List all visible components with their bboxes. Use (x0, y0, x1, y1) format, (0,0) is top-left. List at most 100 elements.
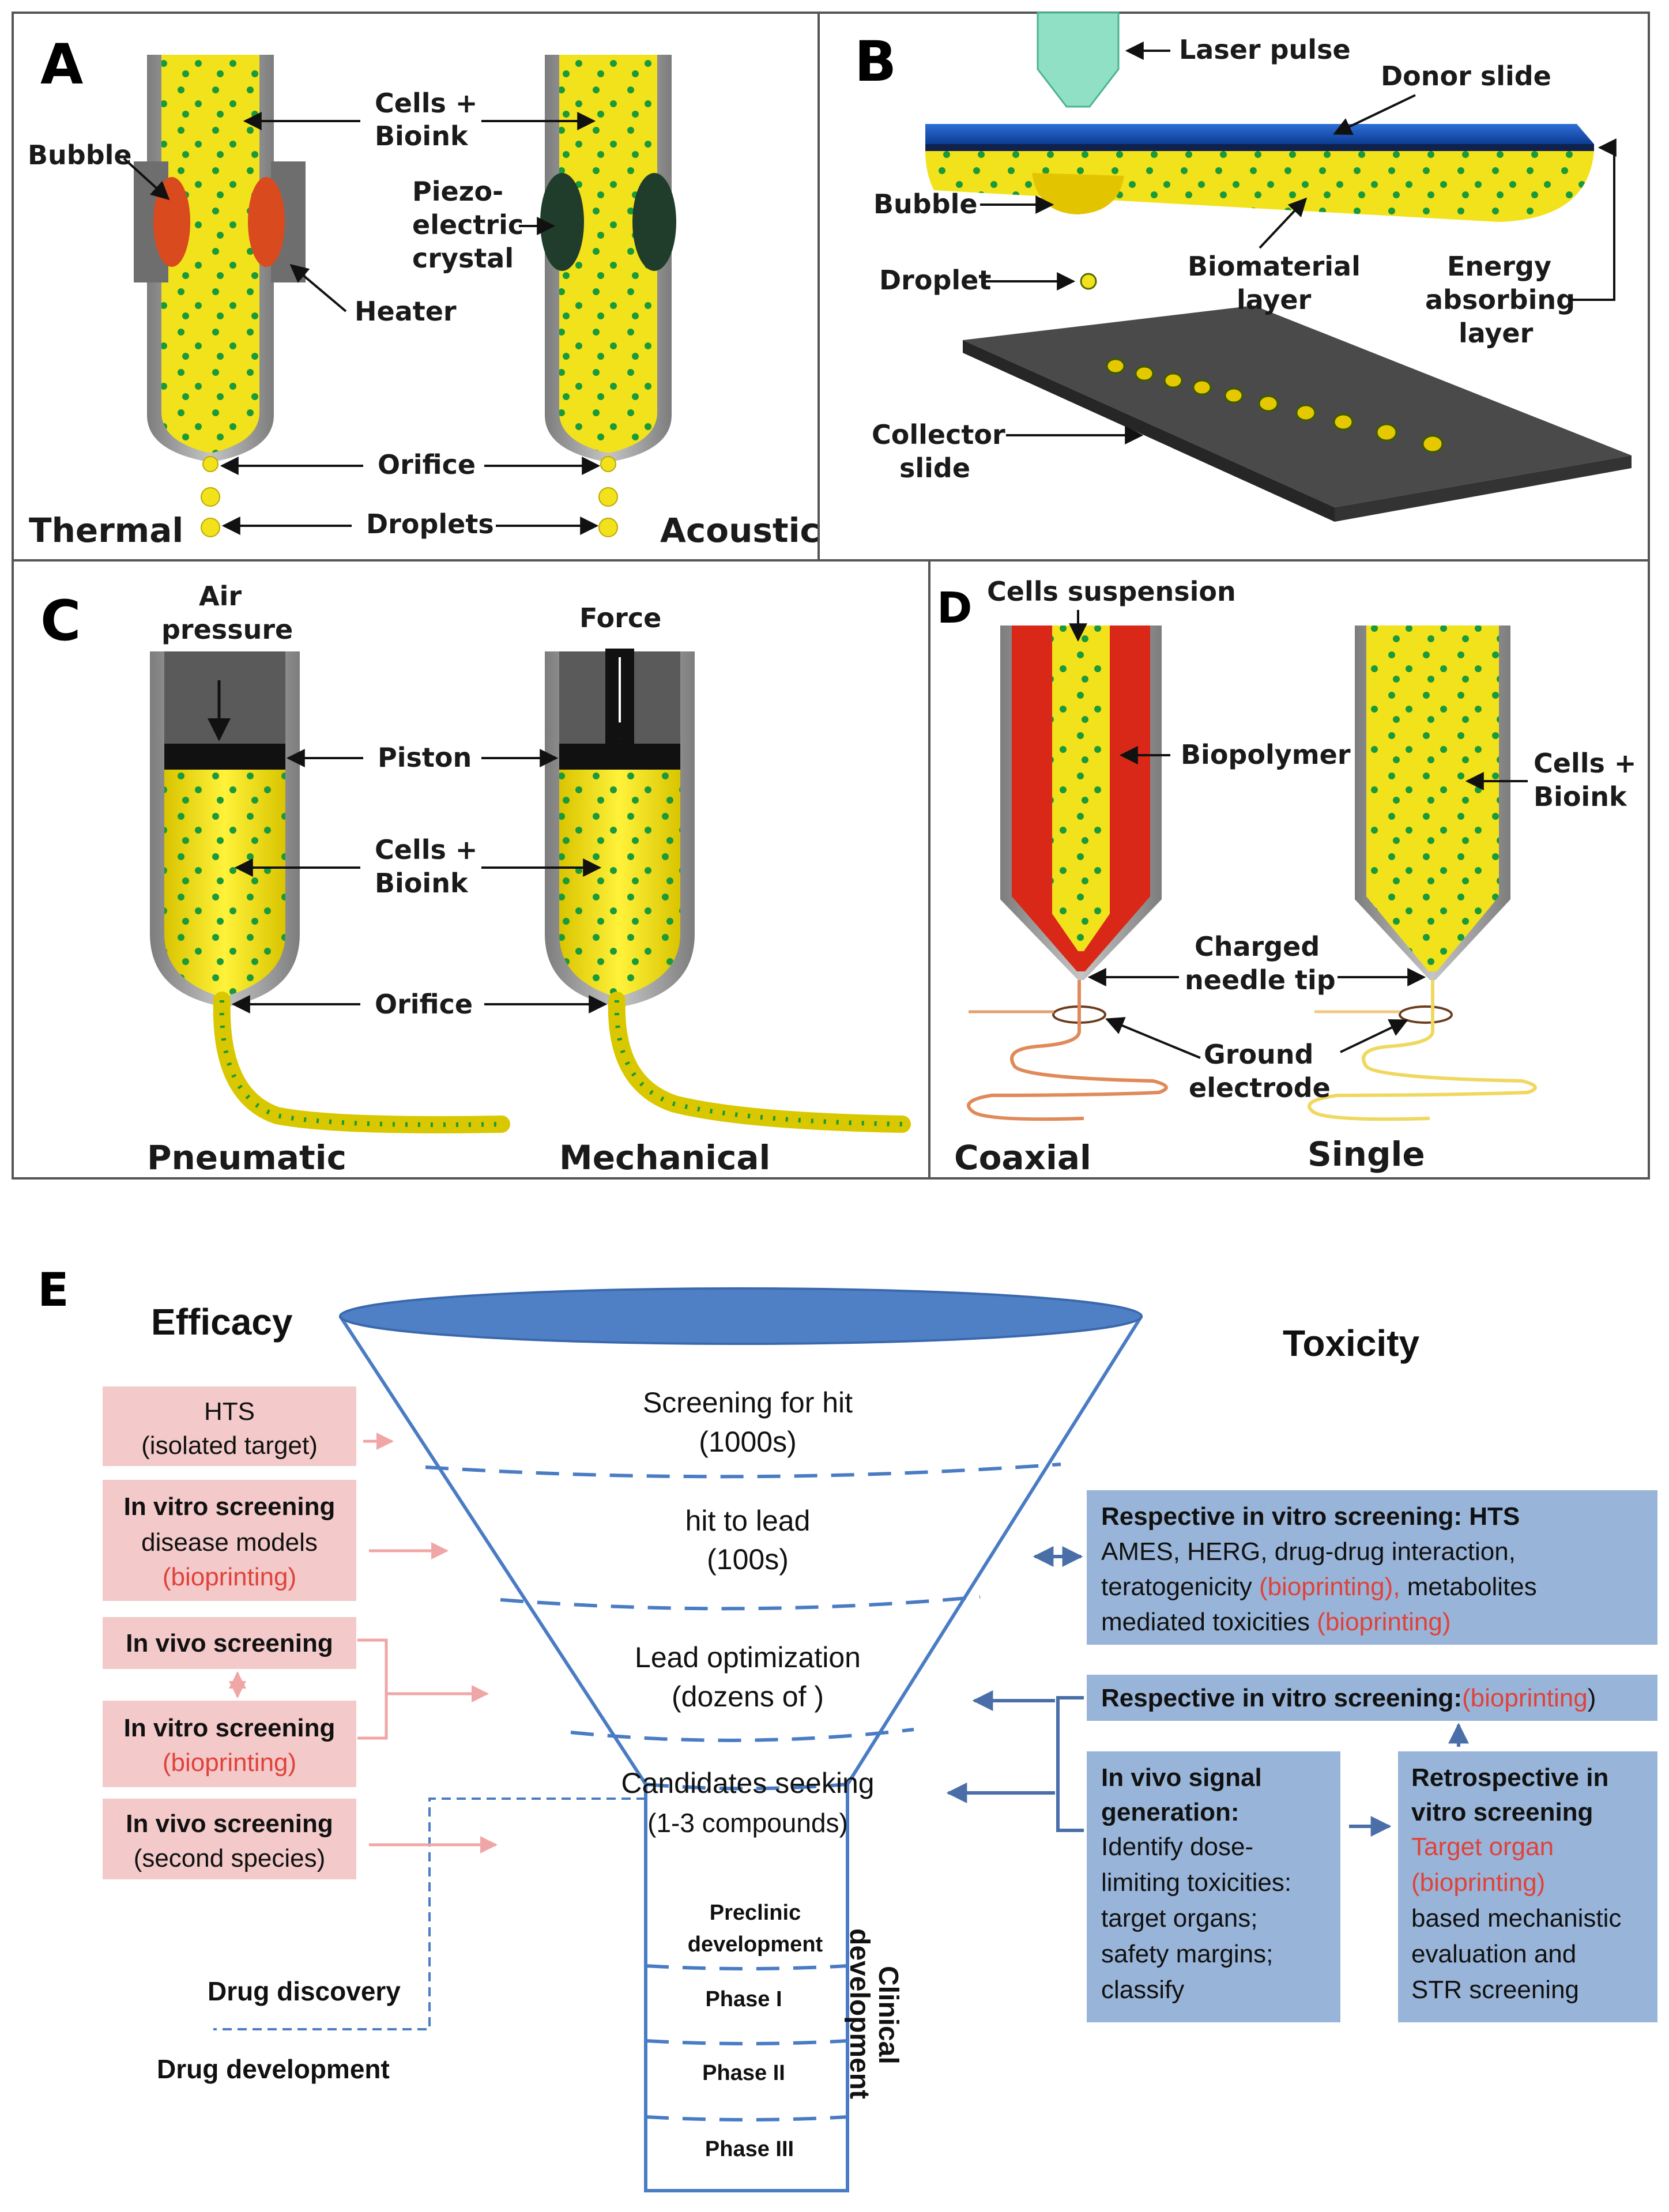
label-mechanical: Mechanical (559, 1138, 770, 1177)
tox-hts-l1: AMES, HERG, drug-drug interaction, (1101, 1538, 1516, 1566)
label-cells-bioink-c2: Bioink (375, 868, 469, 899)
clinical-label-1: Clinical (873, 1966, 903, 2064)
signal-l4: safety margins; (1101, 1940, 1273, 1968)
retro-r2: (bioprinting) (1411, 1868, 1545, 1897)
box-invivo-2 (103, 1799, 356, 1879)
mechanical-filament (608, 992, 911, 1133)
panel-a: A Bubble Cells + Bioink Piezo- electric … (28, 32, 820, 550)
label-charged-1: Charged (1195, 931, 1320, 962)
retro-l3: STR screening (1411, 1976, 1579, 2004)
invitro1-bio: (bioprinting) (163, 1563, 296, 1591)
signal-l1: Identify dose- (1101, 1833, 1253, 1861)
panel-e-letter: E (37, 1263, 69, 1317)
label-energy-2: absorbing (1425, 284, 1575, 315)
stage-1-line1: Screening for hit (643, 1386, 853, 1419)
invitro2-bio: (bioprinting) (163, 1749, 296, 1777)
clinical-2: Phase I (705, 1987, 782, 2011)
label-piezo-3: crystal (412, 243, 514, 274)
signal-l5: classify (1101, 1976, 1184, 2004)
stage-2-line2: (100s) (707, 1543, 789, 1576)
signal-t2: generation: (1101, 1798, 1239, 1826)
clinical-3: Phase II (702, 2061, 785, 2085)
single-jet (1308, 980, 1537, 1121)
label-collector-1: Collector (872, 419, 1005, 450)
label-air-2: pressure (161, 614, 293, 645)
box-tox-hts (1087, 1490, 1657, 1645)
piezo-right (632, 173, 676, 271)
hts-sub: (isolated target) (141, 1431, 318, 1460)
label-orifice-c: Orifice (375, 989, 473, 1020)
stage-4-line1: Candidates seeking (621, 1767, 874, 1799)
drug-discovery-label: Drug discovery (208, 1976, 401, 2006)
efficacy-heading: Efficacy (151, 1301, 293, 1343)
mechanical-piston (559, 744, 680, 770)
stage-1-line2: (1000s) (699, 1426, 797, 1458)
clinical-1-line1: Preclinic (710, 1901, 801, 1925)
label-piezo-1: Piezo- (412, 176, 503, 207)
tox-resp-a: Respective in vitro screening: (1101, 1684, 1462, 1712)
droplet (201, 518, 220, 537)
panel-d: D Cells suspension Biopolymer Cells + Bi… (928, 576, 1636, 1178)
invivo2-sub: (second species) (134, 1844, 326, 1872)
panel-b-letter: B (854, 29, 896, 94)
panel-c-letter: C (40, 589, 81, 653)
bubble-b (1032, 173, 1124, 214)
tox-hts-l2a: teratogenicity (1101, 1573, 1259, 1601)
label-cells-bioink-d2: Bioink (1534, 781, 1627, 812)
label-cells-bioink-d1: Cells + (1534, 748, 1636, 779)
droplet (598, 518, 618, 537)
panel-d-letter: D (937, 583, 972, 633)
label-droplets: Droplets (366, 508, 494, 540)
clinical-stages: Preclinic development Phase I Phase II P… (688, 1901, 823, 2161)
invitro1-sub: disease models (141, 1528, 318, 1557)
label-collector-2: slide (899, 453, 970, 484)
bubble-right (248, 177, 285, 267)
label-cells-bioink-2: Bioink (375, 120, 469, 152)
clinical-label-2: development (844, 1928, 875, 2099)
retro-l1: based mechanistic (1411, 1904, 1621, 1932)
retro-r1: Target organ (1411, 1833, 1554, 1861)
label-donor-slide: Donor slide (1381, 61, 1551, 92)
pneumatic-filament (213, 992, 510, 1133)
donor-slide (925, 124, 1594, 144)
stage-3-line1: Lead optimization (635, 1641, 861, 1674)
panel-e: E Efficacy Toxicity Screening for hit (1… (37, 1263, 1657, 2192)
label-ground-2: electrode (1189, 1072, 1331, 1103)
toxicity-heading: Toxicity (1283, 1322, 1420, 1364)
invivo2-title: In vivo screening (126, 1810, 333, 1838)
droplet-b (1080, 273, 1097, 290)
panel-c: C Air pressure Force Piston Cells + Bioi… (40, 581, 911, 1177)
label-energy-3: layer (1459, 318, 1534, 349)
invitro2-title: In vitro screening (124, 1714, 336, 1742)
svg-text:Respective in vitro screening:: Respective in vitro screening:(bioprinti… (1101, 1684, 1596, 1712)
toxicity-arrows (946, 1546, 1469, 1837)
tox-resp-c: ) (1588, 1684, 1596, 1712)
label-bubble: Bubble (28, 140, 132, 171)
retro-t1: Retrospective in (1411, 1763, 1608, 1792)
signal-l3: target organs; (1101, 1904, 1258, 1932)
label-force: Force (579, 602, 661, 634)
efficacy-boxes: HTS (isolated target) In vitro screening… (103, 1386, 356, 1879)
energy-absorbing-layer (925, 144, 1594, 151)
laser-head (1037, 12, 1120, 108)
discovery-divider (213, 1798, 646, 2030)
invivo1-title: In vivo screening (126, 1629, 333, 1657)
box-invitro-disease (103, 1480, 356, 1601)
label-cells-bioink-c1: Cells + (375, 834, 477, 865)
label-single: Single (1308, 1135, 1425, 1174)
invitro1-title: In vitro screening (124, 1493, 336, 1521)
signal-l2: limiting toxicities: (1101, 1868, 1291, 1897)
label-biomaterial-1: Biomaterial (1188, 251, 1361, 282)
box-hts (103, 1386, 356, 1466)
label-droplet-b: Droplet (879, 265, 991, 296)
tox-resp-b: (bioprinting (1462, 1684, 1588, 1712)
label-energy-1: Energy (1447, 251, 1551, 282)
label-charged-2: needle tip (1185, 964, 1336, 996)
hts-title: HTS (204, 1397, 255, 1426)
label-orifice: Orifice (378, 449, 476, 480)
label-thermal: Thermal (29, 511, 183, 550)
label-biomaterial-2: layer (1237, 284, 1312, 315)
pneumatic-piston (164, 744, 285, 770)
funnel-stages: Screening for hit (1000s) hit to lead (1… (621, 1386, 874, 1838)
